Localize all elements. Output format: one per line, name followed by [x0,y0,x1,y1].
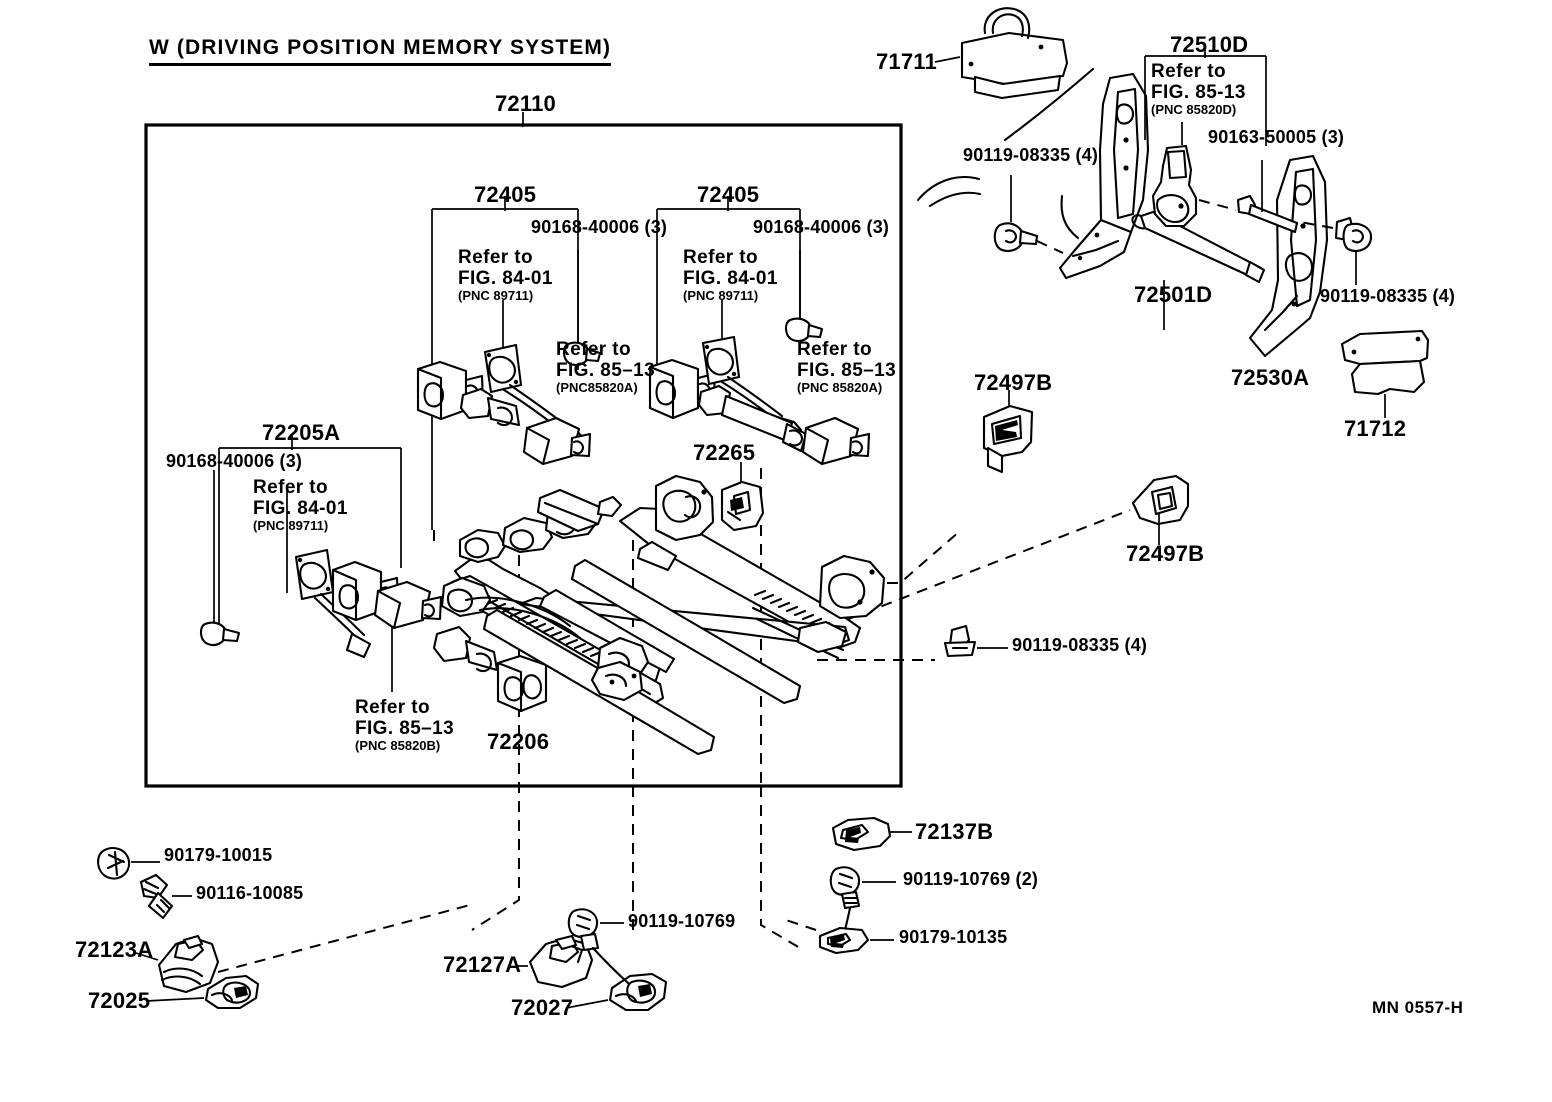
group-frame-72110 [144,112,903,788]
label-72025: 72025 [88,988,151,1013]
bolt-90119-08335-left-shape [993,175,1064,254]
ref-line-2: FIG. 84-01 [458,267,553,289]
ref-line-1: Refer to [458,247,533,268]
ref-fig-84-01-a: Refer to FIG. 84-01 (PNC 89711) [458,247,553,304]
label-90168-40006-right: 90168-40006 (3) [753,217,890,237]
ref-line-2: FIG. 85–13 [355,717,455,739]
label-90119-10769-right: 90119-10769 (2) [903,869,1039,889]
label-72497B-lower: 72497B [1126,541,1205,566]
ref-line-3: (PNC 85820D) [1151,102,1237,118]
part-72405-left-rod [459,387,521,427]
ref-line-3: (PNC85820A) [556,380,638,396]
label-71712: 71712 [1344,416,1407,441]
part-72405-right-motor [801,416,871,466]
ref-fig-85-13-b: Refer to FIG. 85–13 (PNC 85820A) [797,339,897,396]
ref-line-3: (PNC 85820B) [355,738,441,754]
part-71711-shape [934,7,1069,100]
part-72405-left-motor-block [416,360,485,421]
ref-line-1: Refer to [683,247,758,268]
nut-90179-10015-shape [97,847,160,880]
ref-line-3: (PNC 89711) [683,288,759,304]
part-72127A-shape [516,934,594,989]
label-71711: 71711 [876,49,937,74]
label-72265: 72265 [693,440,756,465]
part-72205A-plate [294,548,372,659]
part-72025-shape [145,904,471,1010]
part-72510D-left-arm [916,67,1150,280]
label-90168-40006-lower-left: 90168-40006 (3) [166,451,303,471]
ref-fig-85-13-a: Refer to FIG. 85–13 (PNC85820A) [556,339,656,396]
ref-line-2: FIG. 85-13 [1151,81,1246,103]
ref-fig-85-13-c: Refer to FIG. 85–13 (PNC 85820B) [355,697,455,754]
label-72205A: 72205A [262,420,341,445]
label-72123A: 72123A [75,937,154,962]
nut-90179-10135-shape [785,919,894,955]
part-72501D-rod [1131,210,1266,330]
ref-line-1: Refer to [1151,61,1226,82]
ref-line-1: Refer to [355,697,430,718]
part-72205A-motor-block [331,560,400,622]
label-72405-left: 72405 [474,182,537,207]
label-90179-10015: 90179-10015 [164,845,273,865]
label-72510D: 72510D [1170,32,1249,57]
bolt-90119-08335-right-shape [1299,216,1373,285]
label-90116-10085: 90116-10085 [196,883,304,903]
ref-line-2: FIG. 84-01 [253,497,348,519]
part-72205A-motor [373,580,443,630]
label-90119-08335-right: 90119-08335 (4) [1320,286,1456,306]
label-90179-10135: 90179-10135 [899,927,1008,947]
ref-line-3: (PNC 89711) [458,288,534,304]
ref-line-2: FIG. 84-01 [683,267,778,289]
ref-line-1: Refer to [253,477,328,498]
figure-code: MN 0557-H [1372,998,1464,1017]
ref-line-1: Refer to [797,339,872,360]
label-72137B: 72137B [915,819,994,844]
part-72530A-right-arm [1248,154,1329,358]
label-72497B-upper: 72497B [974,370,1053,395]
ref-line-3: (PNC 85820A) [797,380,883,396]
ref-line-2: FIG. 85–13 [556,359,656,381]
ref-fig-85-13-d: Refer to FIG. 85-13 (PNC 85820D) [1151,61,1246,118]
part-72206-rod [432,625,499,673]
part-72137B-shape [831,816,912,852]
label-72501D: 72501D [1134,282,1213,307]
seat-frame-assembly [440,474,886,756]
part-72206-block [496,654,548,713]
label-72110: 72110 [495,91,556,116]
ref-line-2: FIG. 85–13 [797,359,897,381]
bolt-90119-10769-center-shape [567,908,630,985]
part-72265-shape [720,480,765,532]
label-72027: 72027 [511,995,574,1020]
ref-line-3: (PNC 89711) [253,518,329,534]
part-72497B-lower-shape [1131,474,1190,545]
label-90119-08335-seat: 90119-08335 (4) [1012,635,1148,655]
screw-90168-right-shape [784,250,824,343]
bolt-90119-08335-seat-shape [943,624,1008,658]
label-72405-right: 72405 [697,182,760,207]
label-72127A: 72127A [443,952,522,977]
part-72027-shape [565,972,668,1012]
label-72206: 72206 [487,729,550,754]
part-72497B-upper-shape [982,390,1034,474]
ref-fig-84-01-c: Refer to FIG. 84-01 (PNC 89711) [253,477,348,534]
bolt-90116-10085-shape [139,873,192,920]
label-90168-40006-left: 90168-40006 (3) [531,217,668,237]
page-title: W (DRIVING POSITION MEMORY SYSTEM) [149,36,612,66]
part-71712-shape [1340,329,1430,418]
part-72405-right-plate [701,335,803,436]
label-90119-10769-center: 90119-10769 [628,911,736,931]
bolt-90119-10769-right-shape [829,866,896,936]
bolt-90163-50005-shape [1236,160,1299,234]
label-90119-08335-left: 90119-08335 (4) [963,145,1099,165]
part-72405-right-motor-block [648,358,717,420]
label-72530A: 72530A [1231,365,1310,390]
label-90163-50005: 90163-50005 (3) [1208,127,1345,147]
assembly-dashed-lines [433,468,801,949]
part-72405-left-motor [522,416,592,466]
ref-line-1: Refer to [556,339,631,360]
screw-90168-lower-left-shape [199,470,241,647]
ref-fig-84-01-b: Refer to FIG. 84-01 (PNC 89711) [683,247,778,304]
